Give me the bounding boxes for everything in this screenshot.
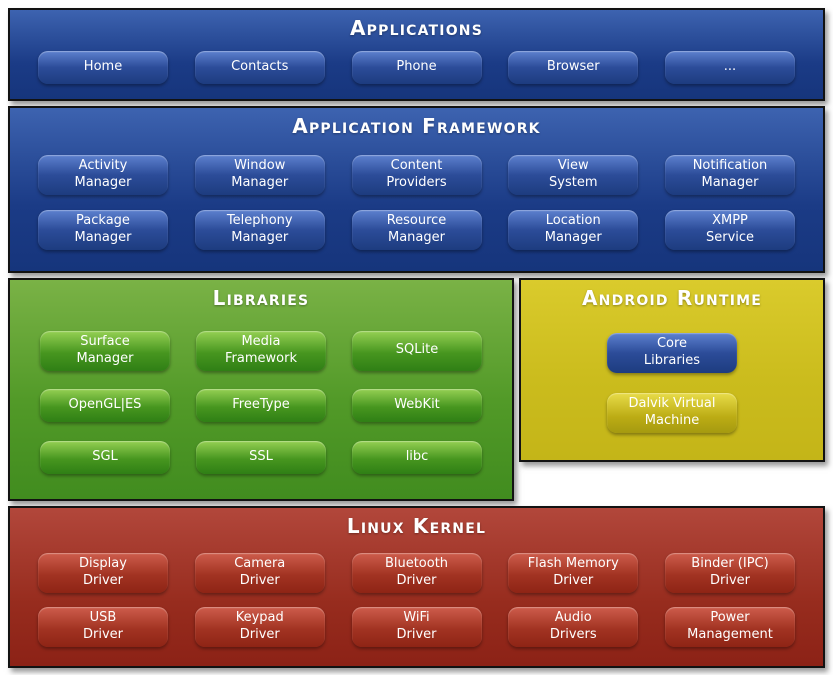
fw-button-location-manager: Location Manager [508, 210, 639, 250]
kernel-rows: Display Driver Camera Driver Bluetooth D… [10, 538, 823, 666]
lib-button-opengl-es: OpenGL|ES [40, 389, 170, 423]
section-applications: Applications Home Contacts Phone Browser… [8, 8, 825, 101]
libraries-button-row-3: SGL SSL libc [10, 441, 512, 475]
lib-button-ssl: SSL [196, 441, 326, 475]
fw-button-view-system: View System [508, 155, 639, 195]
section-linux-kernel: Linux Kernel Display Driver Camera Drive… [8, 506, 825, 668]
kernel-title: Linux Kernel [346, 514, 487, 538]
framework-title: Application Framework [292, 114, 541, 138]
kernel-button-power-management: Power Management [665, 606, 795, 647]
runtime-button-dalvik-vm: Dalvik Virtual Machine [607, 393, 737, 434]
fw-button-xmpp-service: XMPP Service [665, 210, 795, 250]
applications-rows: Home Contacts Phone Browser ... [10, 40, 823, 99]
runtime-button-row-2: Dalvik Virtual Machine [521, 393, 823, 434]
kernel-button-usb-driver: USB Driver [38, 606, 168, 647]
kernel-button-flash-memory-driver: Flash Memory Driver [508, 553, 639, 594]
lib-button-media-framework: Media Framework [196, 330, 326, 371]
runtime-button-row-1: Core Libraries [521, 332, 823, 373]
libraries-button-row-1: Surface Manager Media Framework SQLite [10, 330, 512, 371]
framework-rows: Activity Manager Window Manager Content … [10, 138, 823, 271]
app-button-more: ... [665, 51, 795, 84]
kernel-button-audio-drivers: Audio Drivers [508, 606, 639, 647]
section-application-framework: Application Framework Activity Manager W… [8, 106, 825, 273]
kernel-button-binder-ipc-driver: Binder (IPC) Driver [665, 553, 795, 594]
middle-band: Libraries Surface Manager Media Framewor… [8, 278, 825, 501]
fw-button-telephony-manager: Telephony Manager [194, 210, 325, 250]
kernel-button-wifi-driver: WiFi Driver [351, 606, 482, 647]
kernel-button-display-driver: Display Driver [38, 553, 168, 594]
fw-button-window-manager: Window Manager [194, 155, 325, 195]
section-android-runtime: Android Runtime Core Libraries Dalvik Vi… [519, 278, 825, 462]
kernel-button-row-1: Display Driver Camera Driver Bluetooth D… [10, 553, 823, 594]
app-button-phone: Phone [351, 51, 482, 84]
app-button-home: Home [38, 51, 168, 84]
applications-title: Applications [349, 16, 483, 40]
section-libraries: Libraries Surface Manager Media Framewor… [8, 278, 514, 501]
fw-button-content-providers: Content Providers [351, 155, 482, 195]
lib-button-freetype: FreeType [196, 389, 326, 423]
libraries-button-row-2: OpenGL|ES FreeType WebKit [10, 389, 512, 423]
fw-button-package-manager: Package Manager [38, 210, 168, 250]
lib-button-webkit: WebKit [352, 389, 482, 423]
lib-button-sqlite: SQLite [352, 330, 482, 371]
kernel-button-row-2: USB Driver Keypad Driver WiFi Driver Aud… [10, 606, 823, 647]
kernel-button-camera-driver: Camera Driver [194, 553, 325, 594]
applications-button-row: Home Contacts Phone Browser ... [10, 51, 823, 84]
runtime-button-core-libraries: Core Libraries [607, 332, 737, 373]
app-button-browser: Browser [508, 51, 639, 84]
lib-button-surface-manager: Surface Manager [40, 330, 170, 371]
fw-button-activity-manager: Activity Manager [38, 155, 168, 195]
fw-button-resource-manager: Resource Manager [351, 210, 482, 250]
lib-button-libc: libc [352, 441, 482, 475]
runtime-title: Android Runtime [581, 286, 763, 310]
framework-button-row-2: Package Manager Telephony Manager Resour… [10, 210, 823, 250]
kernel-button-keypad-driver: Keypad Driver [194, 606, 325, 647]
fw-button-notification-manager: Notification Manager [665, 155, 795, 195]
app-button-contacts: Contacts [194, 51, 325, 84]
libraries-title: Libraries [212, 286, 310, 310]
lib-button-sgl: SGL [40, 441, 170, 475]
kernel-button-bluetooth-driver: Bluetooth Driver [351, 553, 482, 594]
runtime-rows: Core Libraries Dalvik Virtual Machine [521, 310, 823, 460]
libraries-rows: Surface Manager Media Framework SQLite O… [10, 310, 512, 499]
framework-button-row-1: Activity Manager Window Manager Content … [10, 155, 823, 195]
